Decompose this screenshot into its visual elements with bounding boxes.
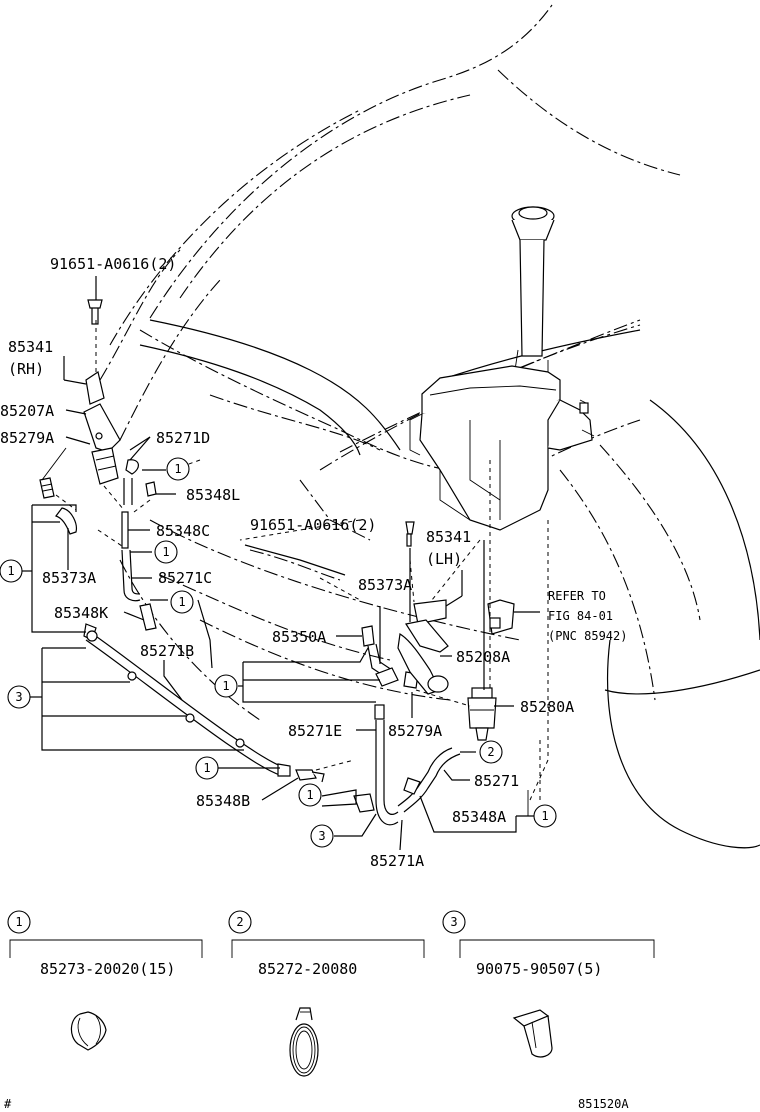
label-85207a: 85207A xyxy=(0,402,54,420)
label-85208a: 85208A xyxy=(456,648,510,666)
label-85348c: 85348C xyxy=(156,522,210,540)
leader-lines xyxy=(22,276,549,851)
label-bolt-top: 91651-A0616(2) xyxy=(50,255,176,273)
center-connectors xyxy=(295,625,419,826)
svg-text:1: 1 xyxy=(178,595,185,609)
label-85271: 85271 xyxy=(474,772,519,790)
label-85373a-mid: 85373A xyxy=(358,576,412,594)
callout-3-a: 3 xyxy=(7,685,31,709)
callout-1-f: 1 xyxy=(195,756,219,780)
svg-text:1: 1 xyxy=(174,462,181,476)
part-labels: 91651-A0616(2) 85341 (RH) 85207A 85279A … xyxy=(0,255,627,870)
label-85341-lh-side: (LH) xyxy=(426,550,462,568)
rh-cleaner-assembly xyxy=(39,299,157,641)
svg-text:1: 1 xyxy=(15,915,22,929)
lh-cleaner-assembly xyxy=(397,521,515,813)
svg-text:3: 3 xyxy=(318,829,325,843)
footer: # 851520A xyxy=(4,1097,629,1111)
svg-text:1: 1 xyxy=(162,545,169,559)
label-85279a-mid: 85279A xyxy=(388,722,442,740)
label-refer-fig: FIG 84-01 xyxy=(548,609,613,623)
label-bolt-mid: 91651-A0616(2) xyxy=(250,516,376,534)
legend-part-3: 90075-90507(5) xyxy=(476,960,602,978)
label-85341-rh: 85341 xyxy=(8,338,53,356)
svg-text:1: 1 xyxy=(541,809,548,823)
callout-3-b: 3 xyxy=(310,824,334,848)
label-85271c: 85271C xyxy=(158,569,212,587)
legend-item-2: 2 85272-20080 xyxy=(228,910,425,1077)
hose-85271b xyxy=(85,630,291,777)
figure-id: 851520A xyxy=(578,1097,629,1111)
clamp-90075-icon xyxy=(512,1009,553,1058)
svg-text:1: 1 xyxy=(203,761,210,775)
svg-text:3: 3 xyxy=(450,915,457,929)
label-85341-rh-side: (RH) xyxy=(8,360,44,378)
clip-legend: 1 85273-20020(15) 2 85272-20080 xyxy=(7,910,655,1077)
label-85348l: 85348L xyxy=(186,486,240,504)
clip-85273-icon xyxy=(70,1011,107,1051)
legend-item-3: 3 90075-90507(5) xyxy=(442,910,655,1058)
svg-text:1: 1 xyxy=(7,564,14,578)
label-85280a: 85280A xyxy=(520,698,574,716)
svg-text:2: 2 xyxy=(236,915,243,929)
callout-1-g: 1 xyxy=(298,783,322,807)
svg-text:3: 3 xyxy=(15,690,22,704)
svg-text:2: 2 xyxy=(487,745,494,759)
callout-2-a: 2 xyxy=(479,740,503,764)
spring-clip-85272-icon xyxy=(289,1007,319,1077)
label-85271d: 85271D xyxy=(156,429,210,447)
footer-mark: # xyxy=(4,1097,12,1111)
callout-1-a: 1 xyxy=(166,457,190,481)
vehicle-body-outline xyxy=(99,4,760,849)
label-85271a: 85271A xyxy=(370,852,424,870)
label-85348k: 85348K xyxy=(54,604,108,622)
svg-text:1: 1 xyxy=(306,788,313,802)
label-85350a: 85350A xyxy=(272,628,326,646)
legend-item-1: 1 85273-20020(15) xyxy=(7,910,203,1051)
label-85279a-left: 85279A xyxy=(0,429,54,447)
label-refer-to: REFER TO xyxy=(548,589,606,603)
callout-1-e: 1 xyxy=(214,674,238,698)
washer-tank-assembly xyxy=(409,206,595,531)
callout-1-d: 1 xyxy=(0,559,23,583)
label-85373a-left: 85373A xyxy=(42,569,96,587)
label-85348a: 85348A xyxy=(452,808,506,826)
label-85341-lh: 85341 xyxy=(426,528,471,546)
label-refer-pnc: (PNC 85942) xyxy=(548,629,627,643)
callout-1-h: 1 xyxy=(533,804,557,828)
label-85271e: 85271E xyxy=(288,722,342,740)
callout-1-c: 1 xyxy=(170,590,194,614)
label-85348b: 85348B xyxy=(196,792,250,810)
label-85271b: 85271B xyxy=(140,642,194,660)
callout-1-b: 1 xyxy=(154,540,178,564)
legend-part-1: 85273-20020(15) xyxy=(40,960,175,978)
svg-text:1: 1 xyxy=(222,679,229,693)
callout-markers: 1 1 1 1 1 1 1 1 2 3 3 xyxy=(0,457,557,848)
legend-part-2: 85272-20080 xyxy=(258,960,357,978)
